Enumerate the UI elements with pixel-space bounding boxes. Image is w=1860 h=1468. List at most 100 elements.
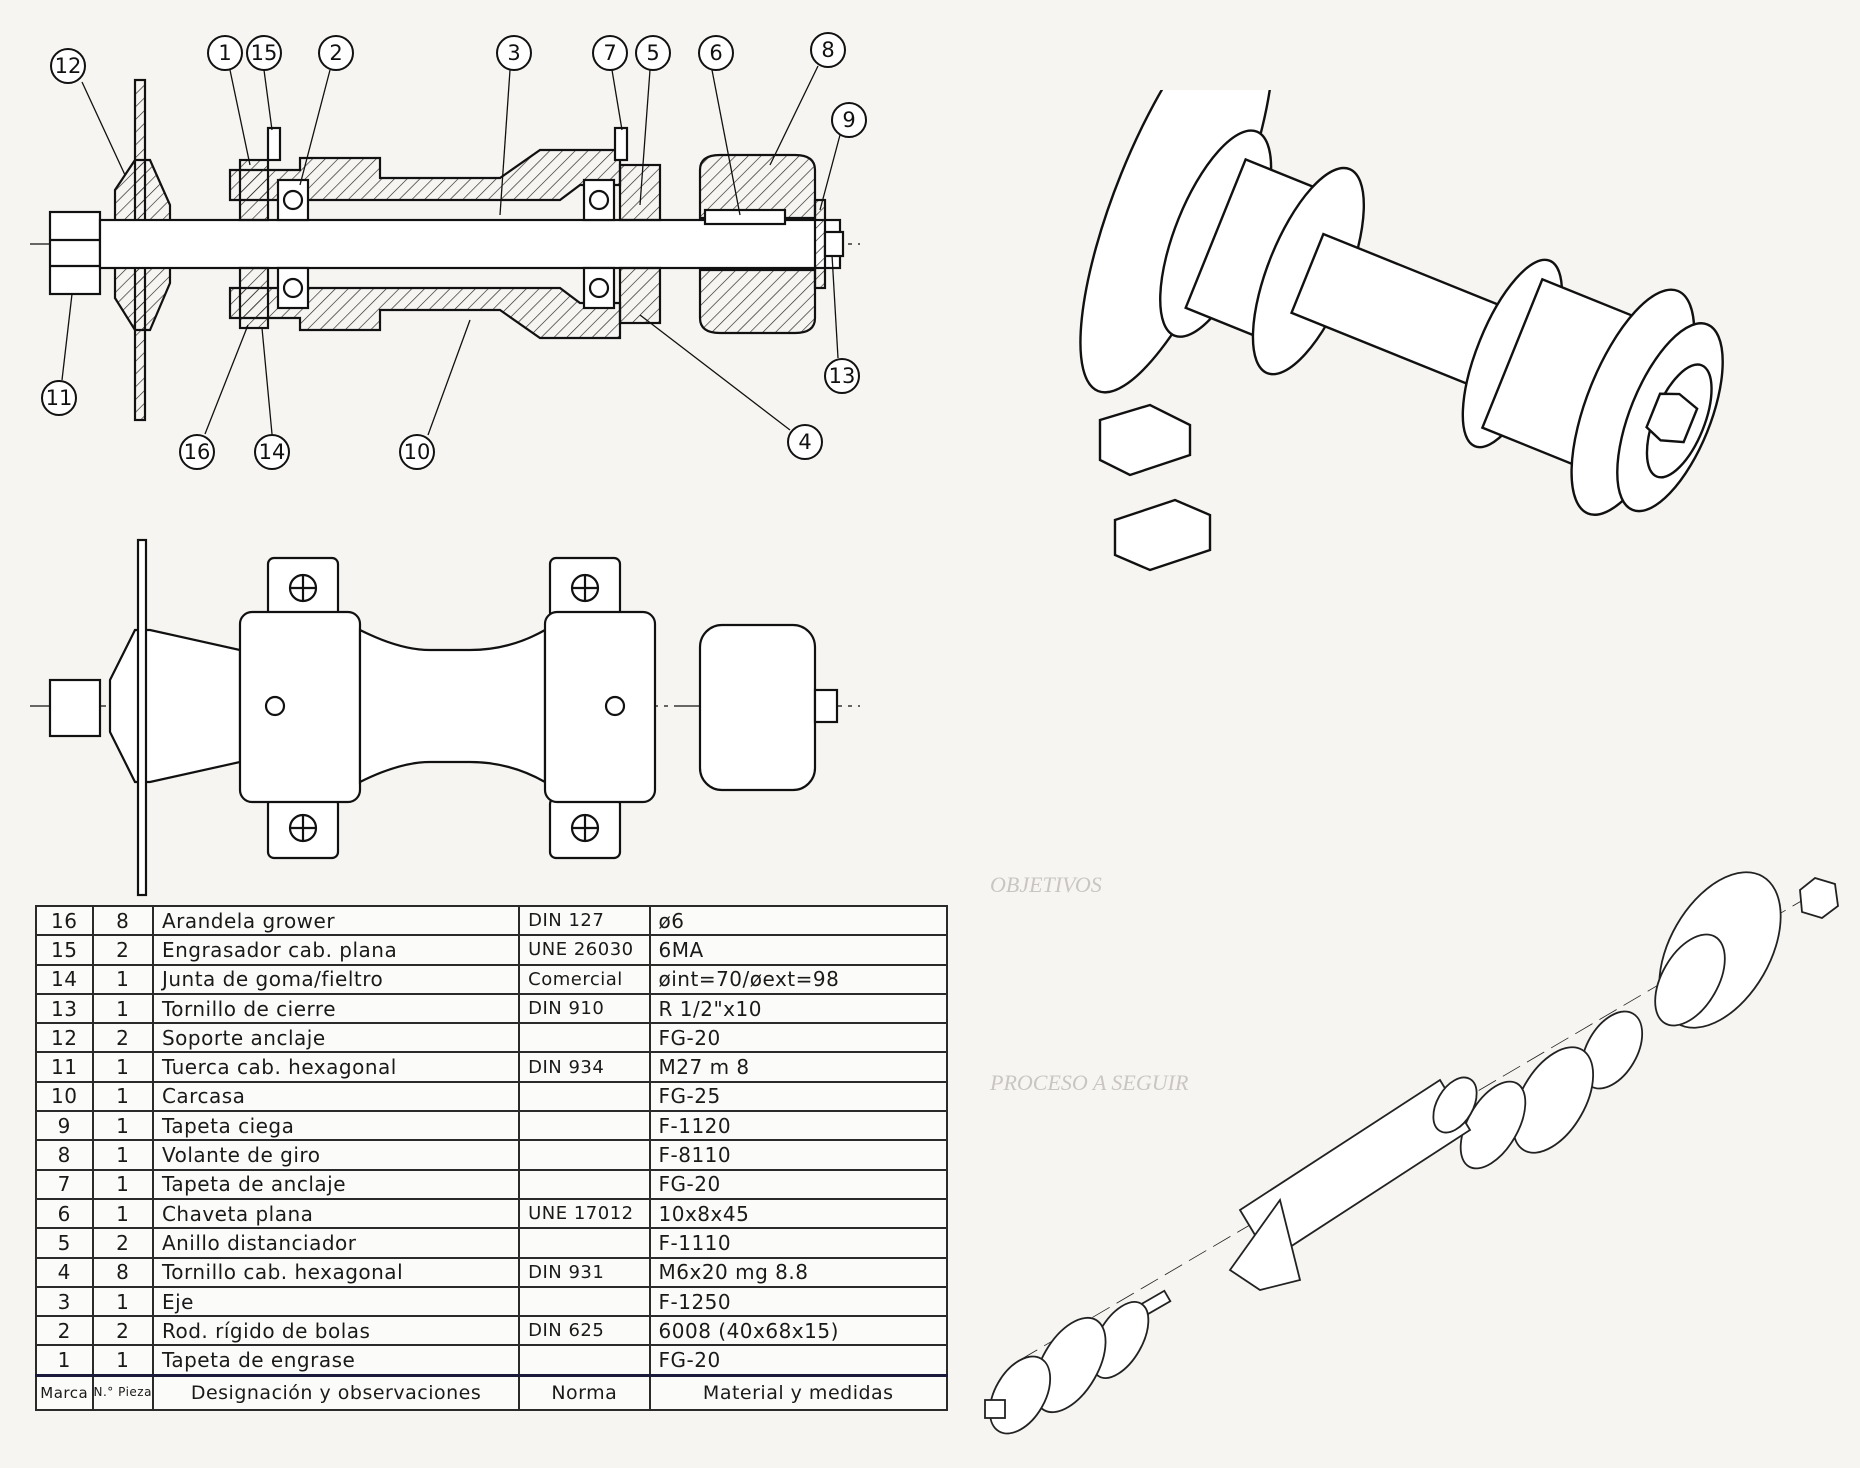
callout-balloon-10: 10: [399, 434, 435, 470]
cell-pieza: 8: [91, 1256, 154, 1288]
balloon-number: 12: [55, 54, 82, 78]
cell-pieza: 2: [91, 1315, 154, 1347]
callout-balloon-3: 3: [496, 35, 532, 71]
cell-material: ø6: [648, 904, 949, 937]
cell-norma: [518, 1080, 651, 1113]
balloon-circle: [41, 380, 77, 416]
balloon-circle: [635, 35, 671, 71]
cell-designacion: Tornillo cab. hexagonal: [151, 1256, 521, 1288]
callout-balloon-12: 12: [50, 48, 86, 84]
callout-balloon-6: 6: [698, 35, 734, 71]
callout-balloon-1: 1: [207, 35, 243, 71]
cell-norma: DIN 910: [518, 992, 651, 1025]
cell-material: 6008 (40x68x15): [648, 1315, 949, 1347]
balloon-number: 11: [46, 386, 73, 410]
cell-designacion: Arandela grower: [151, 904, 521, 937]
grease-nipples: [266, 126, 629, 162]
balloon-number: 13: [829, 364, 856, 388]
balloon-circle: [399, 434, 435, 470]
balloon-number: 7: [603, 41, 616, 65]
cell-pieza: 8: [91, 904, 154, 937]
cell-marca: 1: [35, 1344, 94, 1377]
balloon-circle: [698, 35, 734, 71]
cell-material: 6MA: [648, 934, 949, 966]
cell-material: FG-20: [648, 1344, 949, 1377]
header-designacion: Designación y observaciones: [151, 1373, 521, 1411]
cell-marca: 12: [35, 1022, 94, 1054]
balloon-number: 14: [259, 440, 286, 464]
callout-balloon-8: 8: [810, 32, 846, 68]
anchor-support: [108, 628, 242, 784]
balloon-number: 4: [798, 430, 811, 454]
isometric-mounting-feet: [1098, 403, 1212, 572]
cell-norma: [518, 1139, 651, 1171]
cell-material: F-8110: [648, 1139, 949, 1171]
callout-balloon-11: 11: [41, 380, 77, 416]
cell-designacion: Tornillo de cierre: [151, 992, 521, 1025]
cell-designacion: Soporte anclaje: [151, 1022, 521, 1054]
plan-view-drawing: [0, 530, 960, 900]
cell-designacion: Tapeta de engrase: [151, 1344, 521, 1377]
cell-material: F-1110: [648, 1227, 949, 1259]
cell-norma: DIN 934: [518, 1051, 651, 1083]
cell-material: FG-20: [648, 1022, 949, 1054]
callout-balloon-7: 7: [592, 35, 628, 71]
cell-marca: 2: [35, 1315, 94, 1347]
cell-marca: 4: [35, 1256, 94, 1288]
housing-bottom: [228, 286, 622, 340]
cell-marca: 10: [35, 1080, 94, 1113]
cell-pieza: 1: [91, 1080, 154, 1113]
cell-pieza: 2: [91, 934, 154, 966]
cell-designacion: Volante de giro: [151, 1139, 521, 1171]
mounting-plate: [136, 538, 148, 897]
cell-designacion: Anillo distanciador: [151, 1227, 521, 1259]
balloon-circle: [592, 35, 628, 71]
cell-designacion: Eje: [151, 1285, 521, 1318]
callout-balloon-5: 5: [635, 35, 671, 71]
balloon-circle: [179, 434, 215, 470]
callout-balloon-2: 2: [318, 35, 354, 71]
hex-nut: [48, 210, 102, 296]
balloon-circle: [50, 48, 86, 84]
closing-screw: [823, 230, 845, 258]
cell-pieza: 1: [91, 963, 154, 995]
cell-pieza: 1: [91, 1139, 154, 1171]
cell-pieza: 1: [91, 1051, 154, 1083]
cell-designacion: Tapeta ciega: [151, 1110, 521, 1142]
cell-pieza: 1: [91, 992, 154, 1025]
cell-norma: [518, 1227, 651, 1259]
cell-pieza: 1: [91, 1344, 154, 1377]
hex-nut: [48, 678, 102, 738]
cell-norma: DIN 625: [518, 1315, 651, 1347]
callout-balloon-9: 9: [831, 102, 867, 138]
cell-designacion: Junta de goma/fieltro: [151, 963, 521, 995]
cell-material: øint=70/øext=98: [648, 963, 949, 995]
leader-lines: [61, 65, 841, 436]
cell-designacion: Rod. rígido de bolas: [151, 1315, 521, 1347]
balloon-number: 2: [329, 41, 342, 65]
header-marca: Marca: [35, 1373, 94, 1411]
cell-pieza: 2: [91, 1227, 154, 1259]
cell-material: M6x20 mg 8.8: [648, 1256, 949, 1288]
cell-norma: [518, 1344, 651, 1377]
plan-view-svg: [30, 538, 860, 897]
balloon-number: 3: [507, 41, 520, 65]
cell-marca: 6: [35, 1197, 94, 1230]
cell-norma: UNE 26030: [518, 934, 651, 966]
callout-balloon-13: 13: [824, 358, 860, 394]
